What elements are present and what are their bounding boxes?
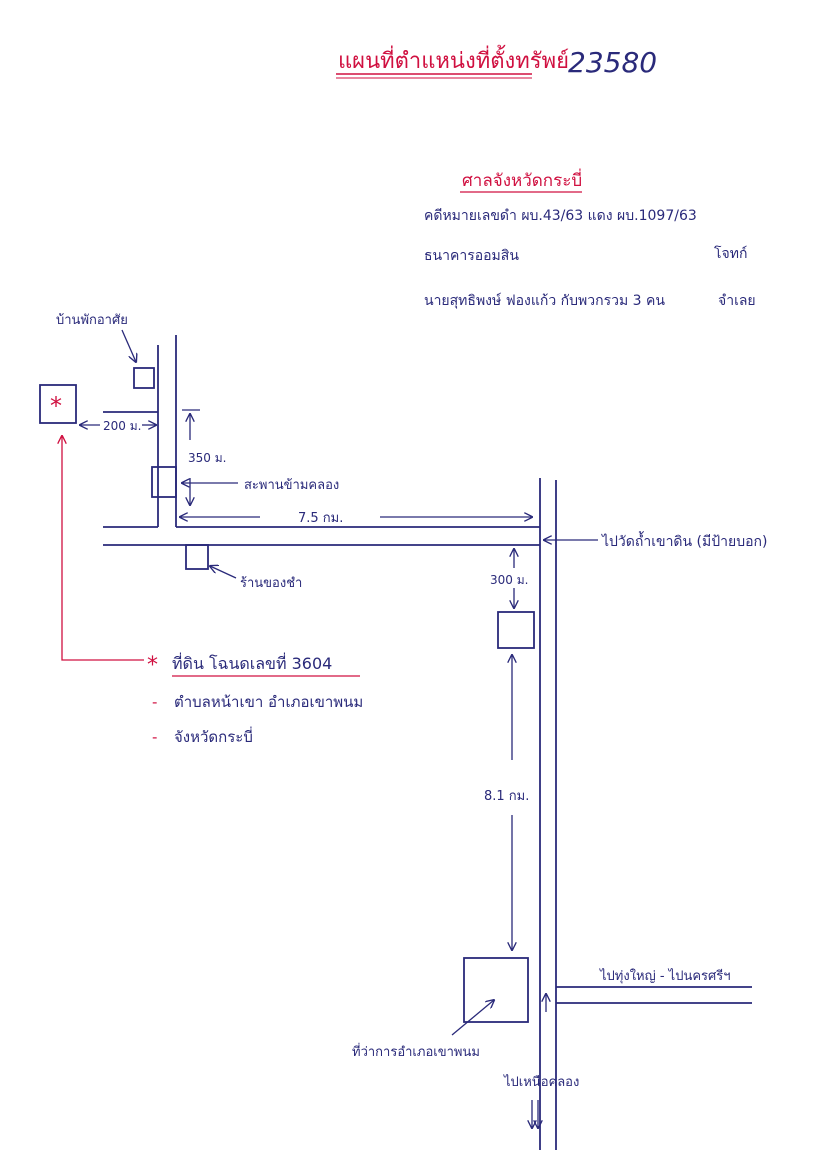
label-house: บ้านพักอาศัย: [56, 313, 128, 328]
property-marker: *: [50, 392, 62, 420]
property-line-2: จังหวัดกระบี่: [174, 726, 253, 746]
distance-350: 350 ม.: [188, 451, 226, 465]
property-bullet-1: -: [152, 693, 157, 711]
road-network: [103, 335, 752, 1150]
house-box: [133, 367, 155, 389]
property-line-1: ตำบลหน้าเขา อำเภอเขาพนม: [174, 693, 363, 711]
map-title: แผนที่ตำแหน่งที่ตั้งทรัพย์: [338, 45, 569, 74]
shop-box: [185, 544, 209, 570]
defendant: นายสุทธิพงษ์ ฟองแก้ว กับพวกรวม 3 คน: [424, 292, 665, 309]
km300-box: [497, 611, 535, 649]
case-number: คดีหมายเลขดำ ผบ.43/63 แดง ผบ.1097/63: [424, 208, 697, 224]
arrow-house: [121, 329, 136, 362]
plaintiff: ธนาคารออมสิน: [424, 248, 519, 264]
distance-300: 300 ม.: [490, 573, 528, 587]
label-shop: ร้านของชำ: [240, 576, 302, 591]
court-name: ศาลจังหวัดกระบี่: [462, 168, 582, 191]
distance-81: 8.1 กม.: [484, 789, 529, 804]
arrow-shop: [210, 566, 237, 579]
property-title: ที่ดิน โฉนดเลขที่ 3604: [172, 652, 332, 673]
plaintiff-role: โจทก์: [714, 245, 747, 262]
label-bridge: สะพานข้ามคลอง: [244, 478, 339, 493]
distance-200: 200 ม.: [103, 419, 141, 433]
file-number: 23580: [568, 46, 657, 79]
arrow-district: [451, 1000, 494, 1036]
label-east: ไปทุ่งใหญ่ - ไปนครศรีฯ: [599, 968, 731, 984]
label-temple: ไปวัดถ้ำเขาดิน (มีป้ายบอก): [601, 531, 767, 550]
district-office-box: [463, 957, 529, 1023]
defendant-role: จำเลย: [718, 293, 756, 309]
property-leader: [62, 436, 144, 661]
property-bullet-2: -: [152, 728, 157, 746]
bridge-box: [151, 466, 177, 498]
distance-75: 7.5 กม.: [298, 511, 343, 526]
property-title-marker: *: [147, 653, 158, 678]
label-district: ที่ว่าการอำเภอเขาพนม: [352, 1043, 480, 1060]
label-south: ไปเหนือคลอง: [503, 1074, 579, 1090]
property-box: [39, 384, 77, 424]
